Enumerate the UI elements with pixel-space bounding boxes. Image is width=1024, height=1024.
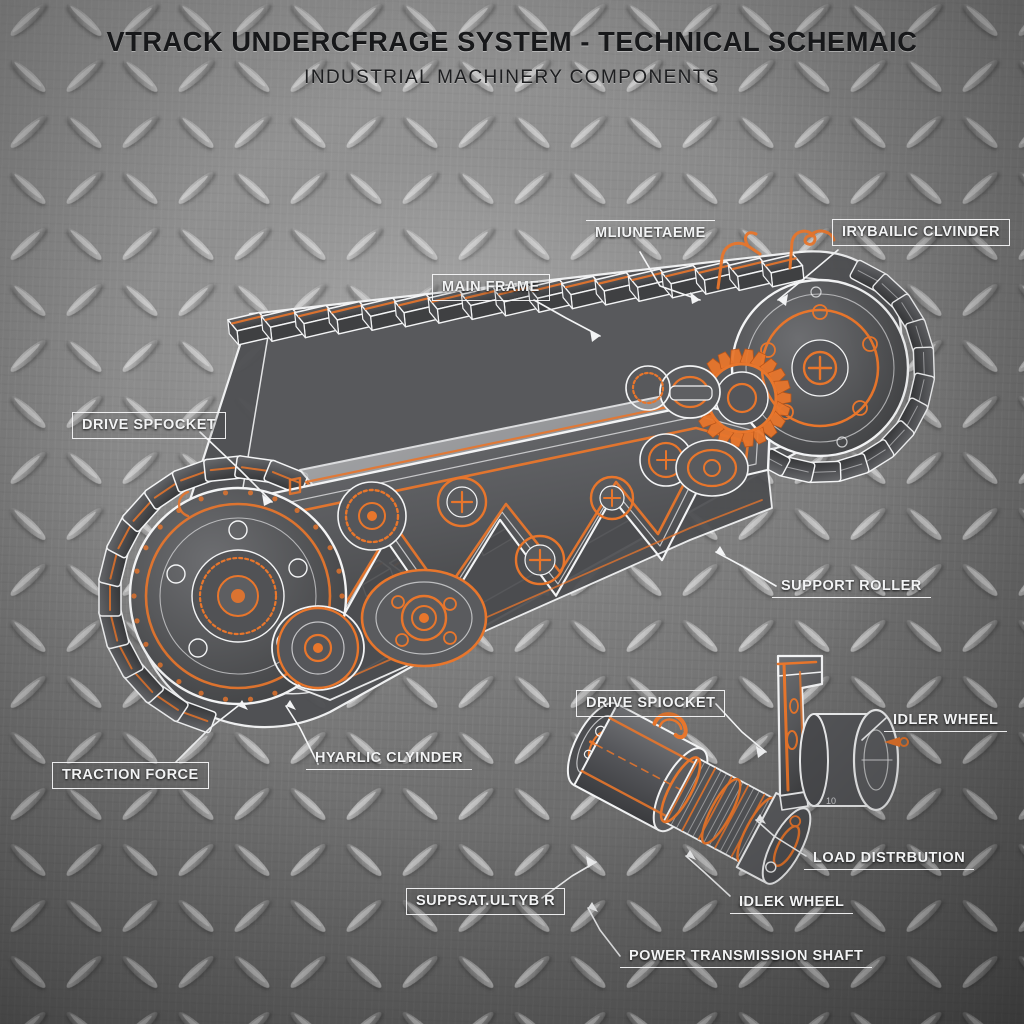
callout-load-distribution[interactable]: LOAD DISTRBUTION [804, 846, 975, 870]
callout-hydraulic-cylinder-1[interactable]: IRYBAILIC CLVINDER [832, 219, 1011, 246]
callout-label: DRIVE SPFOCKET [72, 412, 227, 439]
leader-idler-wheel-2 [685, 855, 731, 897]
callout-label: IDLER WHEEL [884, 708, 1008, 732]
callout-support-stability[interactable]: SUPPSAT.ULTYB R [406, 888, 566, 915]
callout-drive-sprocket-2[interactable]: DRIVE SPIOCKET [576, 690, 726, 717]
callout-idler-wheel-2[interactable]: IDLEK WHEEL [730, 890, 854, 914]
page-subtitle: INDUSTRIAL MACHINERY COMPONENTS [304, 67, 720, 88]
svg-text:10: 10 [826, 796, 836, 806]
callout-label: MAIN FRAME [432, 274, 550, 301]
leader-power-transmission [587, 907, 621, 957]
title-block: VTRACK UNDERCFRAGE SYSTEM - TECHNICAL SC… [0, 26, 1024, 89]
callout-label: SUPPORT ROLLER [772, 574, 931, 598]
callout-main-frame[interactable]: MAIN FRAME [432, 274, 550, 301]
callout-support-roller[interactable]: SUPPORT ROLLER [772, 574, 931, 598]
leader-support-roller [715, 551, 777, 587]
callout-label: IDLEK WHEEL [730, 890, 854, 914]
callout-hydraulic-cylinder-2[interactable]: HYARLIC CLYINDER [306, 746, 472, 770]
callout-label: LOAD DISTRBUTION [804, 846, 975, 870]
callout-label: DRIVE SPIOCKET [576, 690, 726, 717]
callout-idler-wheel-1[interactable]: IDLER WHEEL [884, 708, 1008, 732]
page-title: VTRACK UNDERCFRAGE SYSTEM - TECHNICAL SC… [106, 26, 918, 57]
callout-drive-sprocket-1[interactable]: DRIVE SPFOCKET [72, 412, 227, 439]
callout-label: TRACTION FORCE [52, 762, 209, 789]
callout-power-transmission[interactable]: POWER TRANSMISSION SHAFT [620, 944, 873, 968]
callout-label: MLIUNETAEME [586, 220, 715, 246]
callout-mounting-frame[interactable]: MLIUNETAEME [586, 220, 715, 246]
callout-label: IRYBAILIC CLVINDER [832, 219, 1011, 246]
callout-label: SUPPSAT.ULTYB R [406, 888, 566, 915]
callout-traction-force[interactable]: TRACTION FORCE [52, 762, 209, 789]
callout-label: POWER TRANSMISSION SHAFT [620, 944, 873, 968]
callout-label: HYARLIC CLYINDER [306, 746, 472, 770]
